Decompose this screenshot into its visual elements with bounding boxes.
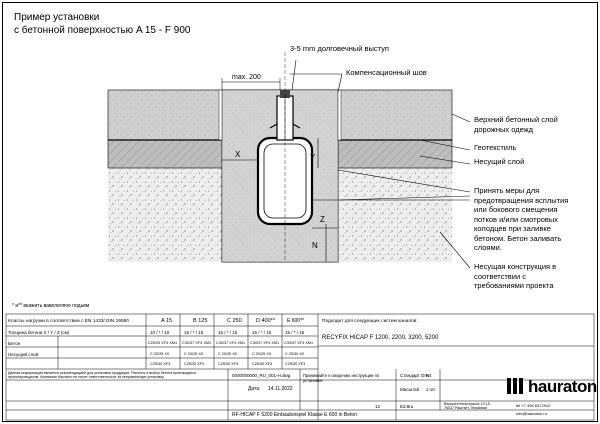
company-address: Веркштэттенштрассе 13-15, 76437 Раштатт,…: [444, 402, 491, 411]
row2-e600: C30/37 XF4 XM1: [284, 341, 314, 345]
callout-geotextile: Геотекстиль: [474, 143, 517, 152]
row3-e600: C 25/30 X0: [285, 352, 304, 356]
standard-label: Стандарт DIN: [400, 373, 429, 378]
row4-d400: C25/30 XF3: [252, 362, 273, 366]
row3-c250: C 20/25 X0: [218, 352, 237, 356]
class-b125: B 125: [193, 318, 208, 324]
sheet-number: 12: [375, 404, 381, 409]
scale-label: Масштаб: [400, 387, 420, 392]
footnote: * и** вкажить вавелелпое подьвм: [12, 303, 90, 309]
scale-value: 1:10: [426, 387, 435, 392]
row3-a15: C 20/25 X0: [150, 352, 169, 356]
row4-c250: C25/30 XF3: [218, 362, 239, 366]
row1-d400: 15 / * / 15: [252, 330, 272, 335]
callout-measures: Принять меры для предотвращения всплытия…: [474, 186, 569, 252]
row4-b125: C25/30 XF3: [184, 362, 205, 366]
row1-c250: 15 / * / 15: [218, 330, 238, 335]
company-name: hauraton: [528, 377, 597, 396]
row2-c250: C30/37 XF4 XM1: [216, 341, 246, 345]
row2-label: Бетон: [8, 341, 21, 346]
row2-a15: C20/25 XF4 XM1: [148, 341, 178, 345]
title-line-2: с бетонной поверхностью A 15 - F 900: [14, 25, 191, 36]
row1-a15: 10 / * / 10: [150, 330, 170, 335]
drawing-number: 0000000000_RU_001-H.dwg: [232, 373, 291, 378]
callout-top-layer: Верхний бетонный слой дорожных одежд: [474, 115, 558, 134]
row4-a15: C25/30 XF3: [150, 362, 171, 366]
hauraton-logo-icon: [507, 378, 523, 394]
disclaimer-text: Данная информация является рекомендацией…: [8, 371, 197, 380]
callout-base-layer: Несущий слой: [474, 157, 525, 166]
dim-n-label: N: [312, 241, 318, 250]
row1-b125: 15 / * / 15: [184, 330, 204, 335]
dim-max-label: max. 200: [232, 74, 261, 81]
company-email: info@hauraton.ru: [516, 411, 547, 416]
dim-x-label: X: [235, 150, 241, 159]
callout-overhang: 3-5 mm долговечный выступ: [290, 44, 389, 53]
drawing-title: Пример установки с бетонной поверхностью…: [14, 11, 190, 37]
row1-label: Толщина бетона X / Y / Z (см): [8, 330, 70, 335]
file-name: RF-HICAP F 5200 Einbaubeispiel Klasse E …: [232, 412, 357, 418]
callout-joint: Компенсационный шов: [346, 68, 427, 77]
leader-lines: [290, 59, 471, 269]
table-header-left: Классы нагрузки в соответствии с EN 1433…: [8, 319, 129, 324]
class-e600: E 600**: [287, 318, 304, 324]
company-phone: tel +7 495 6372910: [516, 403, 551, 408]
note-text: Принимайте к сведению инструкции по уста…: [303, 373, 380, 383]
edition: Ed.8ru: [400, 404, 414, 409]
row1-e600: 15 / * / 15: [285, 330, 305, 335]
row4-e600: C25/30 XF3: [285, 362, 306, 366]
date-value: 14.11.2022: [268, 386, 293, 392]
expansion-joint-right: [337, 89, 342, 141]
title-line-1: Пример установки: [14, 12, 100, 23]
row3-d400: C 20/25 X0: [252, 352, 271, 356]
expansion-joint-left: [218, 89, 223, 141]
date-label: Дата:: [248, 386, 261, 392]
row2-b125: C30/37 XF4 XM1: [182, 341, 212, 345]
class-d400: D 400**: [256, 318, 275, 324]
right-products: RECYFIX HICAP F 1200, 2200, 3200, 5200: [322, 335, 439, 341]
callout-support: Несущая конструкция в соответствии с тре…: [474, 262, 557, 290]
dim-y-label: Y: [310, 153, 316, 162]
class-c250: C 250: [227, 318, 242, 324]
format-value: A4: [426, 373, 432, 378]
dim-z-label: Z: [320, 215, 325, 224]
class-a15: A 15: [161, 318, 173, 324]
row2-d400: C30/37 XF4 XM1: [250, 341, 280, 345]
hauraton-logo: hauraton: [506, 375, 597, 397]
right-header: Подходит для следующих систем каналов:: [322, 319, 418, 324]
row3-b125: C 20/25 X0: [184, 352, 203, 356]
row3-label: Несущий слой: [8, 352, 39, 357]
